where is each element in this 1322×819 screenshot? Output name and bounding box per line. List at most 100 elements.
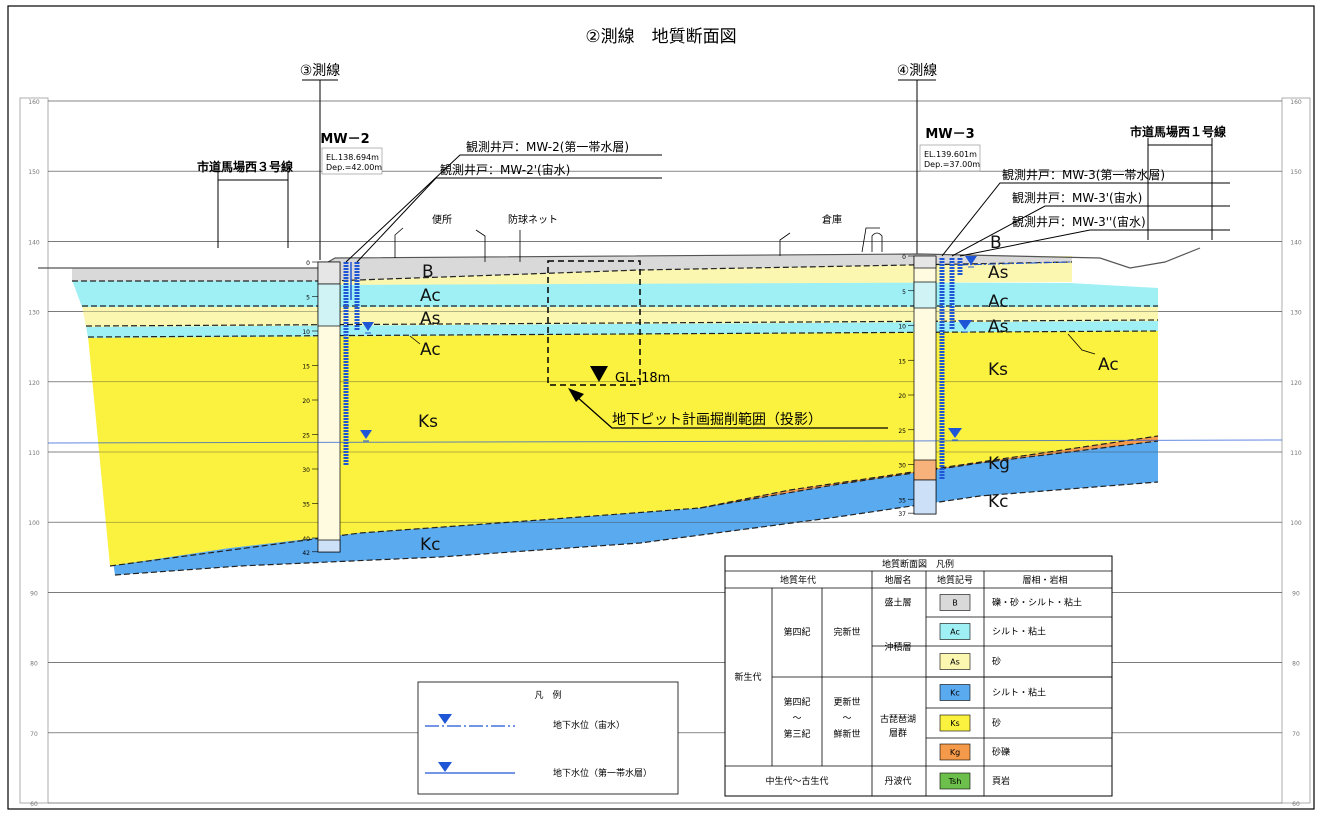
geo-epoch-pp-1: 更新世 bbox=[833, 696, 860, 708]
mw2-dep: Dep.=42.00m bbox=[326, 163, 382, 172]
label-As-left: As bbox=[420, 309, 441, 329]
elev-tick-right: 140 bbox=[1290, 239, 1302, 246]
legend-lith: 砂礫 bbox=[992, 746, 1010, 758]
geo-formation-kobiwako-2: 層群 bbox=[889, 727, 907, 739]
page-title: ②測線 地質断面図 bbox=[585, 27, 736, 47]
legend-symbol: Ac bbox=[950, 628, 960, 637]
gw-legend-title: 凡 例 bbox=[534, 689, 561, 701]
elev-tick-left: 150 bbox=[28, 169, 40, 176]
depth-label: 15 bbox=[302, 364, 310, 371]
depth-label: 37 bbox=[898, 511, 906, 518]
geo-h-lith: 層相・岩相 bbox=[1022, 574, 1067, 586]
pit-level-marker bbox=[590, 366, 608, 382]
label-B-left: B bbox=[422, 262, 434, 282]
water-levels bbox=[360, 256, 977, 442]
depth-label: 30 bbox=[302, 467, 310, 474]
depth-label: 30 bbox=[898, 463, 906, 470]
gw-legend-perched: 地下水位（宙水） bbox=[553, 719, 625, 731]
label-B-right: B bbox=[990, 233, 1002, 253]
legend-lith: シルト・粘土 bbox=[992, 626, 1046, 638]
depth-label: 5 bbox=[902, 289, 906, 296]
elev-tick-left: 70 bbox=[30, 731, 38, 738]
elev-tick-right: 110 bbox=[1290, 450, 1302, 457]
pit-extent bbox=[547, 260, 641, 386]
depth-label: 20 bbox=[302, 398, 310, 405]
legend-swatch bbox=[939, 743, 971, 761]
perched-line bbox=[959, 261, 1073, 266]
elev-tick-left: 60 bbox=[30, 801, 38, 808]
depth-label: 42 bbox=[302, 550, 310, 557]
geo-formation-kobiwako-1: 古琵琶湖 bbox=[880, 713, 916, 725]
mw3-dep: Dep.=37.00m bbox=[924, 160, 980, 169]
layer-labels: B Ac As Ac Ks Kc B As Ac As Ks Ac Kg Kc bbox=[418, 233, 1119, 555]
geo-era-old: 中生代～古生代 bbox=[765, 775, 828, 787]
label-Ks-right: Ks bbox=[988, 360, 1008, 380]
elev-tick-left: 140 bbox=[28, 239, 40, 246]
well-label-mw3p: 観測井戸：MW-3'(宙水) bbox=[1012, 190, 1142, 205]
legend-symbol: Kg bbox=[950, 748, 960, 757]
geo-h-symbol: 地質記号 bbox=[937, 574, 973, 586]
label-Kc-left: Kc bbox=[420, 535, 441, 555]
line3-label: ③測線 bbox=[300, 63, 341, 79]
legend-formation: 丹波代 bbox=[884, 775, 911, 787]
label-Kg-right: Kg bbox=[988, 454, 1010, 474]
depth-label: 35 bbox=[898, 497, 906, 504]
depth-label: 35 bbox=[302, 502, 310, 509]
legend-lith: 頁岩 bbox=[992, 775, 1010, 787]
geo-period-qt-2: ～ bbox=[792, 714, 801, 724]
road-left-label: 市道馬場西３号線 bbox=[197, 159, 293, 174]
warehouse-label: 倉庫 bbox=[822, 213, 842, 226]
road-right-label: 市道馬場西１号線 bbox=[1130, 124, 1226, 139]
geo-era-cenozoic: 新生代 bbox=[734, 671, 761, 683]
gw-legend: 凡 例 地下水位（宙水） 地下水位（第一帯水層） bbox=[417, 681, 679, 795]
legend-swatch bbox=[939, 653, 971, 670]
depth-label: 10 bbox=[898, 324, 906, 331]
label-As-right2: As bbox=[988, 317, 1009, 337]
legend-symbol: B bbox=[952, 599, 958, 608]
elev-tick-right: 160 bbox=[1290, 99, 1302, 106]
elev-tick-left: 130 bbox=[28, 310, 40, 317]
mw2-el: EL.138.694m bbox=[326, 153, 379, 162]
well-label-mw3: 観測井戸：MW-3(第一帯水層) bbox=[1002, 168, 1165, 182]
geo-period-qt-3: 第三紀 bbox=[783, 728, 810, 740]
label-Ks-left: Ks bbox=[418, 412, 438, 432]
pit-arrow bbox=[575, 395, 888, 429]
depth-label: 15 bbox=[898, 358, 906, 365]
mw3-el: EL.139.601m bbox=[924, 150, 977, 159]
geo-legend-title: 地質断面図 凡例 bbox=[882, 558, 954, 570]
depth-label: 25 bbox=[898, 428, 906, 435]
legend-swatch bbox=[939, 714, 971, 732]
pit-label: 地下ピット計画掘削範囲（投影） bbox=[612, 411, 822, 428]
label-Ac-left2: Ac bbox=[420, 340, 441, 360]
elev-tick-right: 150 bbox=[1290, 169, 1302, 176]
well-label-mw3pp: 観測井戸：MW-3''(宙水) bbox=[1012, 214, 1146, 229]
elev-tick-right: 130 bbox=[1290, 310, 1302, 317]
elev-tick-right: 70 bbox=[1292, 731, 1300, 738]
geo-period-qt-1: 第四紀 bbox=[783, 696, 810, 708]
legend-symbol: Tsh bbox=[948, 777, 962, 786]
geo-epoch-holo: 完新世 bbox=[833, 626, 860, 638]
depth-label: 0 bbox=[902, 254, 906, 261]
elev-tick-right: 60 bbox=[1292, 801, 1300, 808]
elev-tick-right: 90 bbox=[1292, 590, 1300, 597]
legend-symbol: Ks bbox=[950, 719, 959, 728]
depth-label: 0 bbox=[306, 260, 310, 267]
net-label: 防球ネット bbox=[508, 213, 558, 226]
elev-tick-left: 120 bbox=[28, 380, 40, 387]
legend-formation: 沖積層 bbox=[884, 641, 911, 653]
grid-over-layers bbox=[48, 100, 1282, 804]
geo-epoch-pp-3: 鮮新世 bbox=[833, 728, 860, 740]
depth-label: 20 bbox=[898, 393, 906, 400]
well-callouts bbox=[345, 154, 1230, 263]
pit-gl-label: GL.-18m bbox=[615, 371, 670, 386]
geo-epoch-pp-2: ～ bbox=[842, 714, 851, 724]
elev-tick-right: 80 bbox=[1292, 661, 1300, 668]
elev-tick-left: 110 bbox=[28, 450, 40, 457]
elev-tick-left: 100 bbox=[28, 520, 40, 527]
geo-h-formation: 地層名 bbox=[884, 574, 911, 586]
legend-swatch bbox=[939, 623, 971, 640]
depth-label: 10 bbox=[302, 329, 310, 336]
